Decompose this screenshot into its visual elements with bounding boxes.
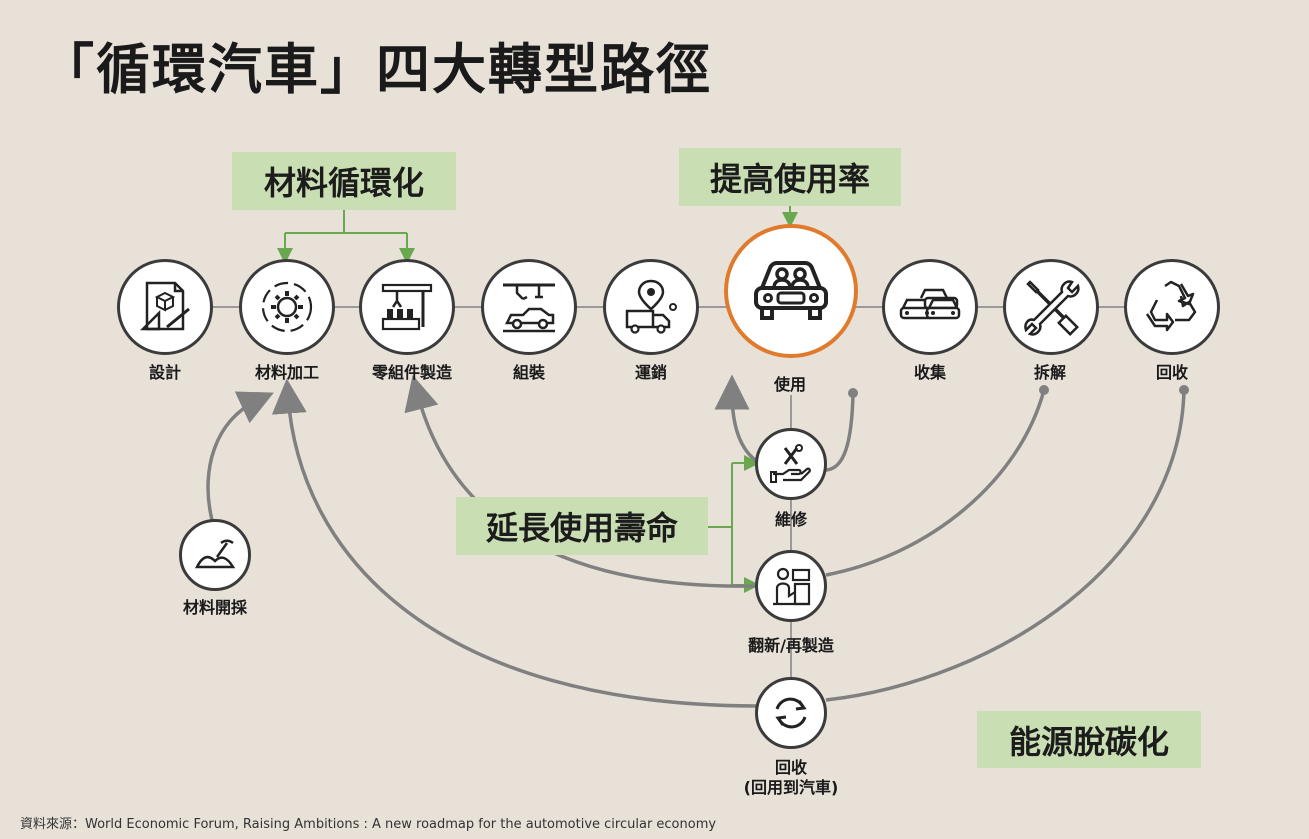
use-label: 使用 — [773, 375, 807, 394]
refurbish-node — [755, 550, 827, 622]
wrench-screwdriver-icon — [1024, 280, 1080, 336]
recycle-to-car-title: 回收 — [774, 758, 808, 777]
robot-arm-factory-icon — [381, 283, 433, 331]
material-processing-node — [239, 259, 335, 355]
dismantling-node — [1003, 259, 1099, 355]
refurbish-to-components — [404, 375, 758, 588]
recycle-to-car-subtitle: (回用到汽車) — [743, 778, 839, 797]
material-tag-bracket — [284, 210, 408, 255]
recycle-to-car-node — [755, 677, 827, 749]
maintenance-loop-out — [714, 374, 760, 464]
hand-tools-icon — [770, 444, 811, 483]
maintenance-node — [755, 428, 827, 500]
dismantling-label: 拆解 — [1033, 363, 1067, 382]
design-label: 設計 — [148, 363, 182, 382]
tag-higher-utilization: 提高使用率 — [679, 148, 901, 206]
assembly-node — [481, 259, 577, 355]
maintenance-label: 維修 — [774, 510, 808, 529]
dismantle-to-refurbish — [825, 389, 1046, 577]
collection-node — [882, 259, 978, 355]
material-processing-label: 材料加工 — [254, 363, 320, 382]
tag-extend-lifetime: 延長使用壽命 — [456, 497, 708, 555]
tag-material-circularity: 材料循環化 — [232, 152, 456, 210]
source-note: 資料來源：World Economic Forum, Raising Ambit… — [20, 817, 717, 832]
lifetime-tag-bracket — [708, 463, 733, 585]
car-passengers-icon — [754, 261, 828, 320]
gear-cycle-icon — [261, 281, 313, 333]
recycling-label: 回收 — [1155, 363, 1189, 382]
recycle-icon — [1145, 280, 1197, 332]
design-node — [117, 259, 213, 355]
recycle-node-to-materials — [271, 378, 757, 708]
mechanic-engine-icon — [773, 567, 811, 606]
recycling-node — [1124, 259, 1220, 355]
use-node — [724, 224, 858, 358]
mining-node — [179, 519, 251, 591]
mining-label: 材料開採 — [182, 598, 248, 617]
collection-label: 收集 — [913, 363, 947, 382]
car-assembly-line-icon — [503, 283, 555, 333]
design-tools-icon — [139, 281, 190, 331]
recycle-to-car-label: 回收 (回用到汽車) — [744, 758, 839, 798]
component-manufacturing-node — [359, 259, 455, 355]
delivery-truck-map-icon — [625, 279, 677, 334]
tag-decarbonization: 能源脫碳化 — [977, 711, 1201, 768]
component-manufacturing-label: 零組件製造 — [371, 363, 453, 382]
distribution-label: 運銷 — [634, 363, 668, 382]
page-title: 「循環汽車」四大轉型路徑 — [40, 38, 712, 101]
refresh-cycle-icon — [775, 697, 807, 729]
pickaxe-mound-icon — [194, 539, 236, 569]
mining-flow — [206, 391, 274, 521]
cars-icon — [899, 288, 961, 320]
maintenance-loop-in — [824, 392, 855, 472]
assembly-label: 組裝 — [512, 363, 546, 382]
distribution-node — [603, 259, 699, 355]
refurbish-label: 翻新/再製造 — [748, 636, 834, 655]
recycle-to-recycle-node — [825, 389, 1186, 702]
